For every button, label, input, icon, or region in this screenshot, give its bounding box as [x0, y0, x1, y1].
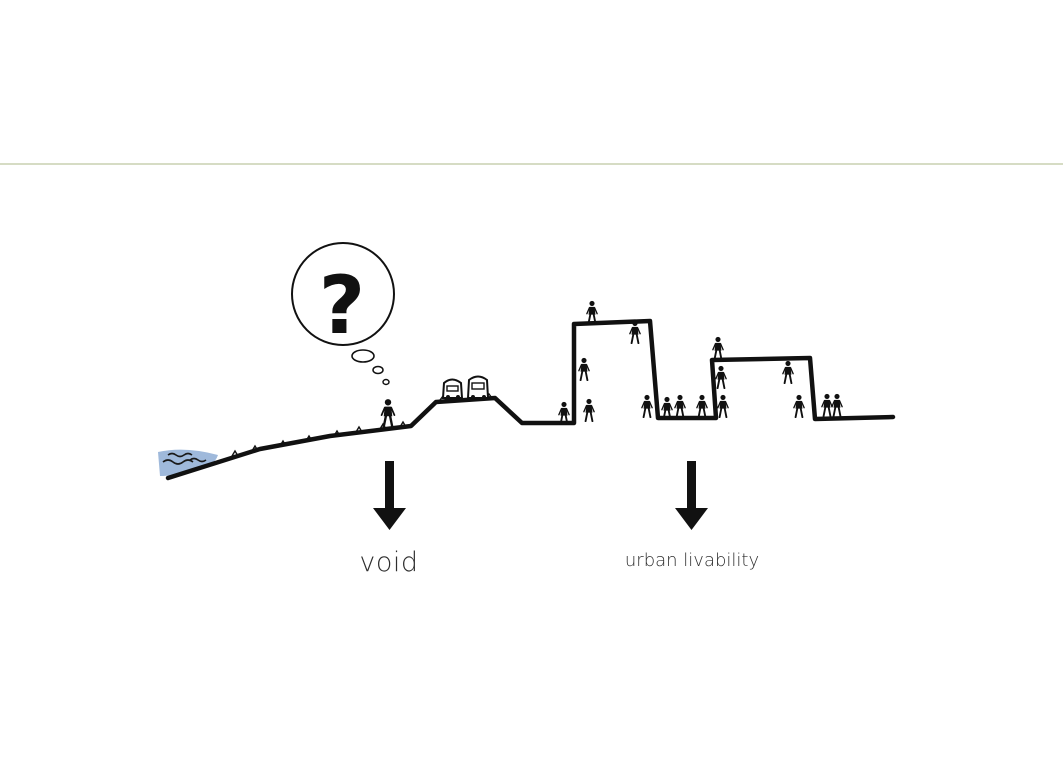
person-icon [716, 394, 730, 418]
down-arrow-icon [373, 461, 406, 530]
person-icon [585, 300, 599, 324]
header-divider [0, 163, 1063, 165]
water-icon [158, 449, 218, 476]
car-icon [466, 375, 490, 399]
down-arrow-icon [675, 461, 708, 530]
person-icon [695, 394, 709, 418]
person-icon [673, 394, 687, 418]
person-icon [792, 394, 806, 418]
car-icon [441, 378, 464, 399]
person-icon [711, 336, 725, 360]
person-icon [582, 398, 596, 422]
void-label: void [359, 547, 419, 578]
question-mark: ? [319, 259, 365, 352]
person-icon [820, 393, 834, 417]
person-icon [714, 365, 728, 389]
person-icon [640, 394, 654, 418]
person-icon [577, 357, 591, 381]
urban-livability-label: urban livability [624, 550, 760, 571]
terrain-ground-line [165, 318, 896, 481]
person-icon [380, 398, 396, 428]
person-icon [628, 320, 642, 344]
question-thought-bubble-icon: ? [291, 242, 395, 386]
person-icon [781, 360, 795, 384]
person-icon [830, 393, 844, 417]
